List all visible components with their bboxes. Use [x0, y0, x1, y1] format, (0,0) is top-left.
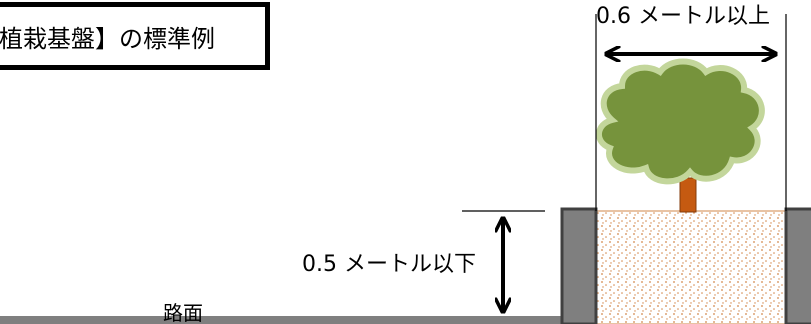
tree-icon	[596, 58, 765, 213]
road-label: 路面	[163, 301, 203, 324]
title-box: 植栽基盤】の標準例	[0, 2, 270, 70]
curb-left	[560, 207, 598, 324]
road-surface	[0, 316, 566, 324]
width-label: 0.6 メートル以上	[596, 4, 770, 29]
curb-right	[784, 207, 811, 324]
planting-soil	[595, 210, 787, 324]
height-label: 0.5 メートル以下	[302, 252, 476, 277]
diagram-title: 植栽基盤】の標準例	[0, 24, 215, 53]
